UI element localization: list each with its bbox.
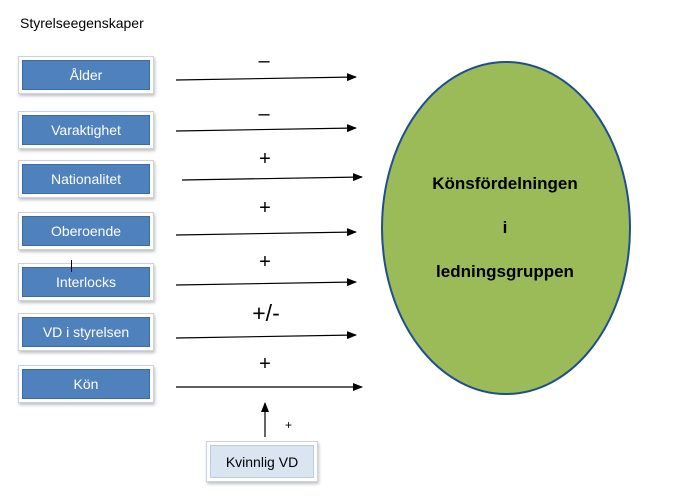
outcome-ellipse [381, 61, 631, 395]
sign-ceo-on-board: +/- [252, 300, 280, 326]
arrow-independence [175, 228, 357, 237]
arrow-age [175, 73, 357, 82]
sign-gender: + [259, 353, 271, 375]
factor-label: VD i styrelsen [22, 317, 150, 347]
sign-age: – [258, 50, 270, 72]
diagram-heading: Styrelseegenskaper [20, 15, 144, 31]
factor-label: Interlocks [22, 267, 150, 297]
factor-box-nationality: Nationalitet [18, 160, 154, 198]
factor-label: Kön [22, 369, 150, 399]
factor-box-gender: Kön [18, 365, 154, 403]
factor-label: Nationalitet [22, 164, 150, 194]
factor-box-female-ceo: Kvinnlig VD [206, 441, 318, 482]
factor-box-interlocks: Interlocks [18, 263, 154, 301]
sign-tenure: – [258, 103, 270, 125]
sign-nationality: + [259, 148, 271, 170]
factor-label: Oberoende [22, 216, 150, 246]
factor-label: Ålder [22, 60, 150, 90]
arrow-tenure [175, 124, 357, 133]
factor-box-age: Ålder [18, 56, 154, 94]
outcome-label-line2: i [502, 218, 508, 237]
factor-box-independence: Oberoende [18, 212, 154, 250]
arrow-ceo-on-board [175, 331, 357, 340]
outcome-label-line3: ledningsgruppen [436, 262, 574, 281]
factor-box-ceo-on-board: VD i styrelsen [18, 313, 154, 351]
text-cursor-mark [71, 260, 72, 272]
factor-box-tenure: Varaktighet [18, 111, 154, 149]
female-ceo-label: Kvinnlig VD [210, 445, 314, 478]
sign-independence: + [259, 197, 271, 219]
arrow-nationality [181, 173, 363, 182]
outcome-label-line1: Könsfördelningen [432, 174, 578, 193]
sign-interlocks: + [259, 251, 271, 273]
factor-label: Varaktighet [22, 115, 150, 145]
arrow-interlocks [175, 278, 357, 287]
sign-female-ceo: + [285, 418, 293, 432]
